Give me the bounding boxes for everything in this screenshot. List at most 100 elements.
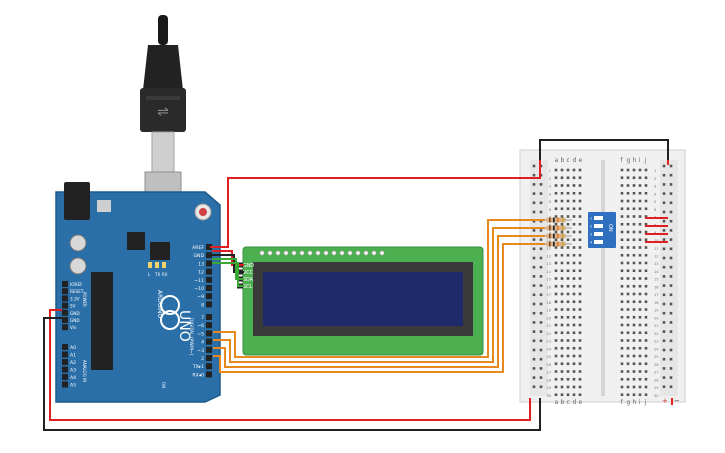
breadboard-hole[interactable] xyxy=(560,300,564,304)
dip-toggle[interactable] xyxy=(594,216,603,220)
rail-hole[interactable] xyxy=(532,210,536,214)
breadboard-hole[interactable] xyxy=(560,199,564,203)
breadboard-hole[interactable] xyxy=(578,176,582,180)
rail-hole[interactable] xyxy=(662,173,666,177)
breadboard-hole[interactable] xyxy=(572,246,576,249)
breadboard-hole[interactable] xyxy=(638,261,642,265)
dip-toggle[interactable] xyxy=(594,232,603,236)
rail-hole[interactable] xyxy=(662,183,666,186)
rail-hole[interactable] xyxy=(662,256,666,260)
analog-pin[interactable] xyxy=(62,366,68,373)
breadboard-hole[interactable] xyxy=(572,292,576,296)
breadboard-hole[interactable] xyxy=(626,339,630,342)
breadboard-hole[interactable] xyxy=(554,176,558,180)
breadboard-hole[interactable] xyxy=(638,215,642,218)
breadboard-hole[interactable] xyxy=(626,331,630,335)
breadboard-hole[interactable] xyxy=(644,315,648,319)
breadboard-hole[interactable] xyxy=(560,292,564,296)
rail-hole[interactable] xyxy=(662,219,666,223)
breadboard-hole[interactable] xyxy=(578,385,582,389)
breadboard-hole[interactable] xyxy=(560,277,564,280)
breadboard-hole[interactable] xyxy=(632,346,636,350)
breadboard-hole[interactable] xyxy=(620,222,624,226)
breadboard-hole[interactable] xyxy=(572,277,576,280)
breadboard-hole[interactable] xyxy=(572,377,576,381)
breadboard-hole[interactable] xyxy=(566,261,570,265)
breadboard-hole[interactable] xyxy=(572,215,576,218)
breadboard-hole[interactable] xyxy=(572,393,576,397)
rail-hole[interactable] xyxy=(539,210,543,214)
rail-hole[interactable] xyxy=(539,275,543,278)
breadboard-hole[interactable] xyxy=(560,253,564,257)
rail-hole[interactable] xyxy=(662,311,666,315)
breadboard-hole[interactable] xyxy=(572,222,576,226)
breadboard-hole[interactable] xyxy=(632,230,636,234)
breadboard-hole[interactable] xyxy=(638,246,642,249)
breadboard-hole[interactable] xyxy=(554,199,558,203)
rail-hole[interactable] xyxy=(662,265,666,269)
breadboard-hole[interactable] xyxy=(578,292,582,296)
breadboard-hole[interactable] xyxy=(626,184,630,187)
breadboard-hole[interactable] xyxy=(632,323,636,327)
breadboard-hole[interactable] xyxy=(644,346,648,350)
breadboard-hole[interactable] xyxy=(626,215,630,218)
rail-hole[interactable] xyxy=(539,265,543,269)
rail-hole[interactable] xyxy=(532,321,536,324)
rail-hole[interactable] xyxy=(532,275,536,278)
breadboard-hole[interactable] xyxy=(578,377,582,381)
breadboard-hole[interactable] xyxy=(644,292,648,296)
breadboard-hole[interactable] xyxy=(560,323,564,327)
breadboard-hole[interactable] xyxy=(572,207,576,211)
breadboard-hole[interactable] xyxy=(572,323,576,327)
rail-hole[interactable] xyxy=(662,330,666,333)
breadboard-hole[interactable] xyxy=(560,261,564,265)
breadboard-hole[interactable] xyxy=(626,393,630,397)
breadboard-hole[interactable] xyxy=(566,331,570,335)
rail-hole[interactable] xyxy=(669,321,673,324)
rail-hole[interactable] xyxy=(669,330,673,333)
breadboard-hole[interactable] xyxy=(572,362,576,366)
breadboard-hole[interactable] xyxy=(554,300,558,304)
breadboard-hole[interactable] xyxy=(560,238,564,242)
rail-hole[interactable] xyxy=(532,219,536,223)
breadboard-hole[interactable] xyxy=(620,277,624,280)
breadboard-hole[interactable] xyxy=(620,261,624,265)
breadboard-hole[interactable] xyxy=(626,277,630,280)
breadboard-hole[interactable] xyxy=(632,362,636,366)
breadboard-hole[interactable] xyxy=(554,354,558,358)
digital-pin[interactable] xyxy=(206,322,212,329)
rail-hole[interactable] xyxy=(669,238,673,241)
breadboard-hole[interactable] xyxy=(644,207,648,211)
rail-hole[interactable] xyxy=(662,238,666,241)
breadboard-hole[interactable] xyxy=(578,339,582,342)
breadboard-hole[interactable] xyxy=(632,176,636,180)
digital-pin[interactable] xyxy=(206,276,212,283)
breadboard-hole[interactable] xyxy=(554,308,558,311)
breadboard-hole[interactable] xyxy=(620,370,624,373)
breadboard-hole[interactable] xyxy=(572,284,576,288)
breadboard-hole[interactable] xyxy=(632,393,636,397)
breadboard-hole[interactable] xyxy=(626,199,630,203)
rail-hole[interactable] xyxy=(532,348,536,352)
rail-hole[interactable] xyxy=(669,173,673,177)
breadboard-hole[interactable] xyxy=(638,339,642,342)
rail-hole[interactable] xyxy=(662,201,666,205)
breadboard-hole[interactable] xyxy=(638,184,642,187)
breadboard-hole[interactable] xyxy=(644,370,648,373)
rail-hole[interactable] xyxy=(669,357,673,361)
breadboard-hole[interactable] xyxy=(578,246,582,249)
breadboard-hole[interactable] xyxy=(566,207,570,211)
rail-hole[interactable] xyxy=(532,238,536,241)
breadboard-hole[interactable] xyxy=(554,393,558,397)
rail-hole[interactable] xyxy=(532,339,536,343)
resistor[interactable] xyxy=(546,217,566,223)
breadboard-hole[interactable] xyxy=(566,315,570,319)
breadboard-hole[interactable] xyxy=(566,292,570,296)
power-pin[interactable] xyxy=(62,281,68,287)
breadboard-hole[interactable] xyxy=(626,222,630,226)
rail-hole[interactable] xyxy=(669,229,673,232)
breadboard-hole[interactable] xyxy=(578,370,582,373)
